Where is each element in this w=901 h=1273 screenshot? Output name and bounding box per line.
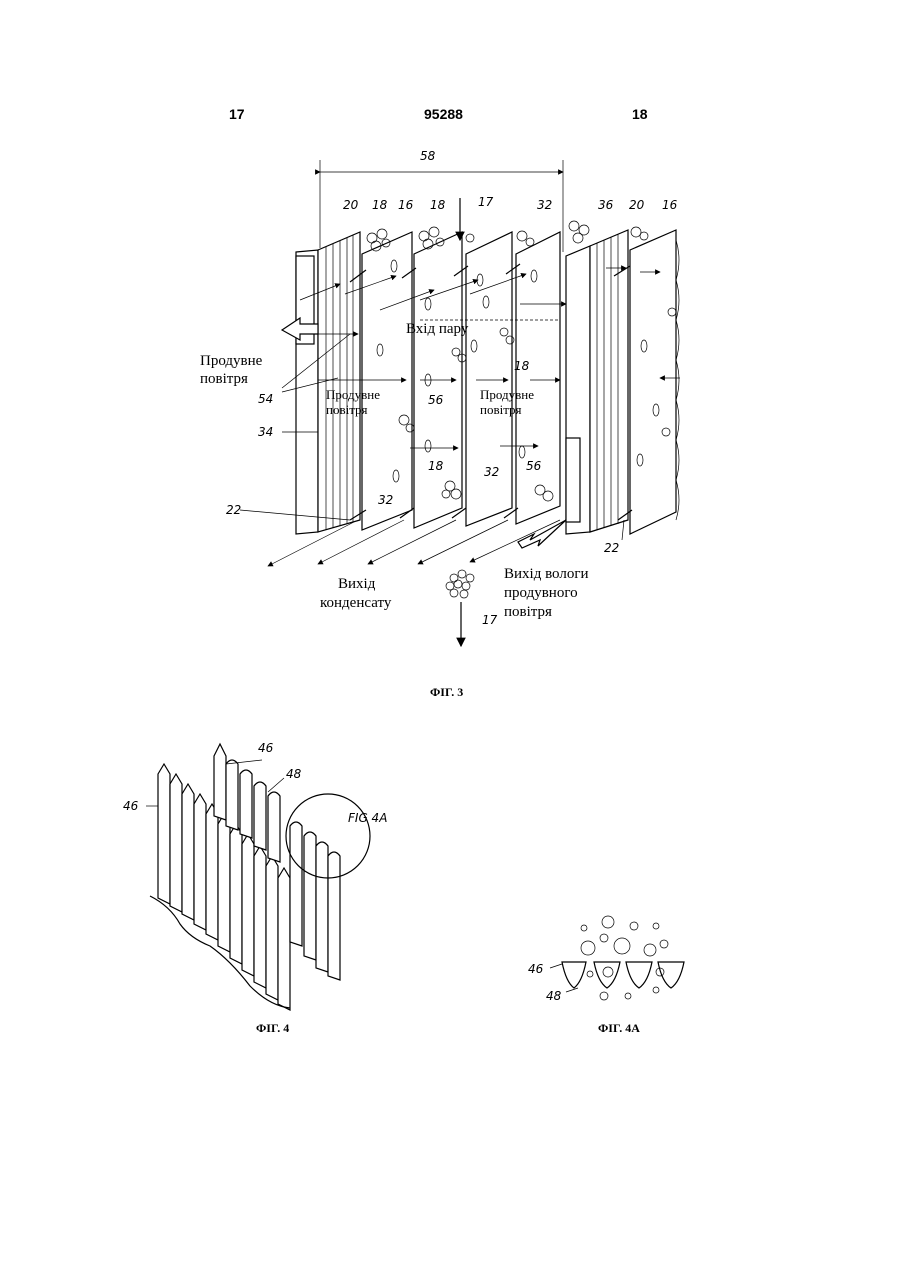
fig3-ref-18-d: 18 — [428, 459, 444, 473]
fig3-label-purge-air-left-1: Продувне — [200, 353, 263, 369]
fig3-ref-58: 58 — [420, 149, 436, 163]
fig3-ref-17-top: 17 — [478, 195, 494, 209]
fig4a-drawing — [550, 916, 684, 1000]
fig3-ref-17-bottom: 17 — [482, 613, 498, 627]
fig3-label-moisture-outlet-2: продувного — [504, 585, 578, 601]
fig3-ref-18-a: 18 — [372, 198, 388, 212]
fig3-caption: ФІГ. 3 — [430, 685, 463, 699]
fig3-label-condensate-outlet-2: конденсату — [320, 595, 392, 611]
fig3-label-purge-air-left-2: повітря — [200, 371, 248, 387]
fig4a-ref-46: 46 — [528, 962, 544, 976]
fig4-drawing — [146, 744, 370, 1010]
fig3-ref-22-a: 22 — [226, 503, 241, 517]
fig3-ref-56-b: 56 — [526, 459, 542, 473]
fig3-ref-20-a: 20 — [343, 198, 359, 212]
fig3-label-purge-air-right-2: повітря — [480, 402, 522, 417]
fig3-ref-36: 36 — [598, 198, 614, 212]
fig3-label-purge-air-right-1: Продувне — [480, 387, 534, 402]
fig3-label-steam-inlet: Вхід пару — [406, 321, 469, 337]
fig3-label-purge-air-mid-1: Продувне — [326, 387, 380, 402]
fig4-ref-46-left: 46 — [123, 799, 139, 813]
fig3-ref-18-b: 18 — [430, 198, 446, 212]
fig4a-caption: ФІГ. 4А — [598, 1021, 640, 1035]
fig3-label-condensate-outlet-1: Вихід — [338, 576, 376, 592]
fig4-ref-46-top: 46 — [258, 741, 274, 755]
fig4-detail-label: FIG 4A — [348, 811, 387, 825]
fig3-ref-16-b: 16 — [662, 198, 678, 212]
fig3-ref-34: 34 — [258, 425, 273, 439]
fig3-label-moisture-outlet-1: Вихід вологи — [504, 566, 589, 582]
fig3-ref-54: 54 — [258, 392, 273, 406]
fig4a-ref-48: 48 — [546, 989, 562, 1003]
fig3-ref-32-a: 32 — [537, 198, 552, 212]
fig4-caption: ФІГ. 4 — [256, 1021, 289, 1035]
fig3-label-moisture-outlet-3: повітря — [504, 604, 552, 620]
fig3-ref-16-a: 16 — [398, 198, 414, 212]
fig3-ref-56-a: 56 — [428, 393, 444, 407]
fig3-label-purge-air-mid-2: повітря — [326, 402, 368, 417]
fig3-ref-32-b: 32 — [484, 465, 499, 479]
fig3-ref-18-c: 18 — [514, 359, 530, 373]
fig3-ref-32-c: 32 — [378, 493, 393, 507]
fig3-ref-20-b: 20 — [629, 198, 645, 212]
fig4-ref-48: 48 — [286, 767, 302, 781]
fig3-drawing — [240, 160, 680, 646]
fig3-ref-22-b: 22 — [604, 541, 619, 555]
